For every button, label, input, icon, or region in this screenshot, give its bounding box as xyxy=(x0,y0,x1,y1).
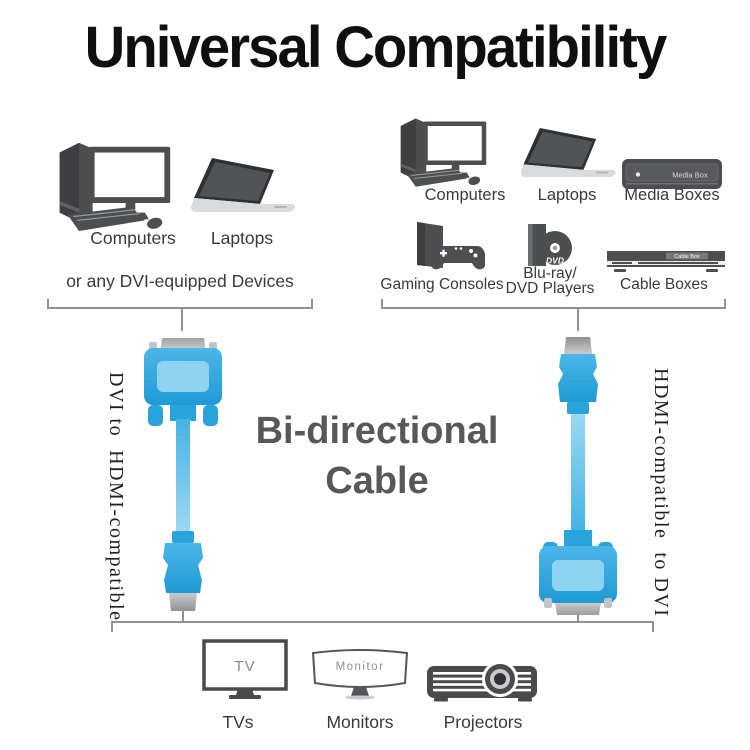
cable-boxes-label: Cable Boxes xyxy=(620,276,708,293)
cable-shaft xyxy=(571,414,585,532)
gaming-console-icon xyxy=(417,222,485,270)
tv-icon: TV xyxy=(202,639,288,699)
left-top-bracket xyxy=(47,299,313,309)
center-tagline: Bi-directional Cable xyxy=(227,406,527,506)
desktop-computer-icon xyxy=(59,142,171,232)
bluray-dvd-players-label: Blu-ray/ DVD Players xyxy=(490,265,610,297)
cable-shaft xyxy=(176,419,190,531)
right-laptops-label: Laptops xyxy=(537,186,597,204)
bluray-dvd-icon: DVD xyxy=(528,224,572,266)
monitor-icon: Monitor xyxy=(311,649,409,700)
right-cable-hdmi-to-dvi xyxy=(539,337,617,615)
dvd-logo-text: DVD xyxy=(546,256,564,266)
bluray-label-line2: DVD Players xyxy=(505,280,595,297)
monitors-label: Monitors xyxy=(326,712,394,732)
bluray-label-line1: Blu-ray/ xyxy=(523,265,577,282)
laptop-icon xyxy=(520,128,616,178)
right-top-bracket xyxy=(381,299,726,309)
media-box-front-text: Media Box xyxy=(672,171,708,180)
media-boxes-label: Media Boxes xyxy=(624,186,720,204)
right-computers-label: Computers xyxy=(424,186,506,204)
left-cable-direction-label: DVI to HDMI-compatible xyxy=(105,372,127,622)
cable-box-icon: Cable Box xyxy=(607,251,725,272)
dvi-connector xyxy=(539,530,617,615)
tagline-line1: Bi-directional xyxy=(255,410,499,452)
gaming-consoles-label: Gaming Consoles xyxy=(380,276,504,293)
tagline-line2: Cable xyxy=(325,460,429,502)
dvi-connector xyxy=(144,338,222,426)
left-laptops-label: Laptops xyxy=(210,228,274,248)
tv-screen-text: TV xyxy=(234,658,255,675)
projectors-label: Projectors xyxy=(443,712,523,732)
cable-box-front-text: Cable Box xyxy=(674,254,700,260)
hdmi-connector xyxy=(163,531,203,611)
laptop-icon xyxy=(191,158,296,212)
hdmi-connector xyxy=(558,337,598,414)
left-cable-dvi-to-hdmi xyxy=(144,338,222,611)
left-computers-label: Computers xyxy=(90,228,176,248)
tvs-label: TVs xyxy=(222,712,254,732)
projector-icon xyxy=(427,661,537,702)
page-title: Universal Compatibility xyxy=(84,15,668,80)
bottom-bracket xyxy=(111,621,654,632)
left-group-caption: or any DVI-equipped Devices xyxy=(66,271,294,291)
right-cable-direction-label: HDMI-compatible to DVI xyxy=(650,368,672,618)
desktop-computer-icon xyxy=(400,118,487,187)
monitor-screen-text: Monitor xyxy=(336,661,385,673)
media-box-icon: Media Box xyxy=(622,159,722,189)
